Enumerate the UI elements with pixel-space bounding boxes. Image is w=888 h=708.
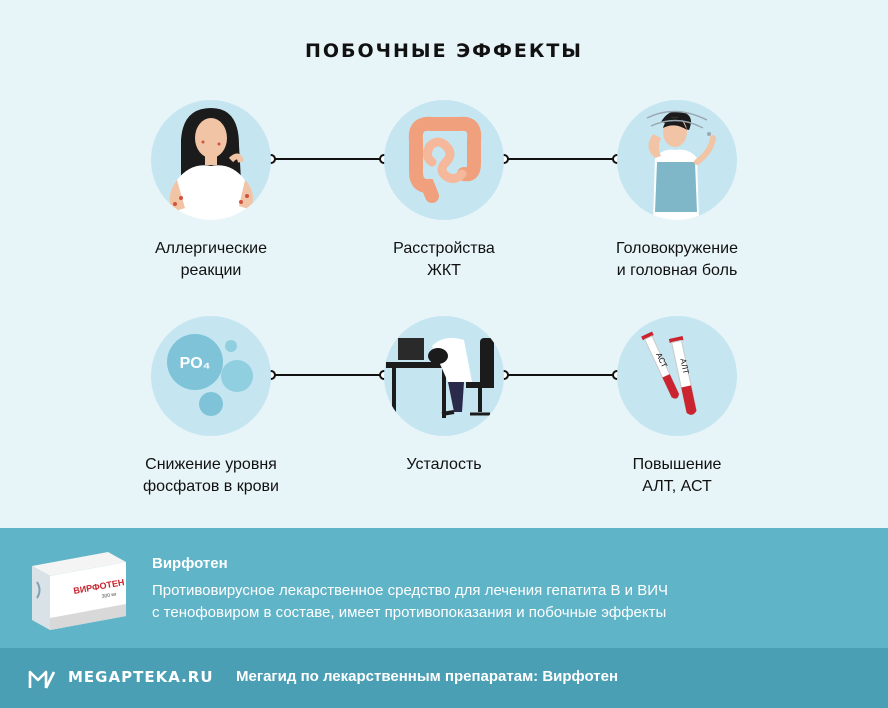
footer-band: MEGAPTEKA.RU Мегагид по лекарственным пр… — [0, 648, 888, 708]
effect-label-line: Расстройства — [393, 240, 495, 257]
megapteka-logo-icon — [28, 670, 56, 689]
intestine-illustration — [384, 100, 504, 220]
effect-label-line: Снижение уровня — [145, 456, 277, 473]
connector-line-2 — [504, 158, 617, 160]
effect-label-dizziness: Головокружение и головная боль — [577, 238, 777, 282]
product-description: Противовирусное лекарственное средство д… — [152, 580, 852, 624]
phosphate-illustration: PO₄ — [151, 316, 271, 436]
medicine-box-image: ВИРФОТЕН 300 мг — [32, 552, 126, 630]
effect-label-gi: Расстройства ЖКТ — [344, 238, 544, 282]
connector-line-3 — [271, 374, 384, 376]
product-name: Вирфотен — [152, 555, 228, 572]
allergy-woman-illustration — [151, 100, 271, 220]
effect-label-line: реакции — [180, 262, 242, 279]
product-description-line: Противовирусное лекарственное средство д… — [152, 582, 668, 599]
test-tubes-illustration: АСТ АЛТ — [617, 316, 737, 436]
effect-label-line: и головная боль — [616, 262, 738, 279]
effect-label-line: ЖКТ — [427, 262, 461, 279]
brand-name: MEGAPTEKA.RU — [68, 668, 214, 686]
effect-label-alt-ast: Повышение АЛТ, АСТ — [577, 454, 777, 498]
dizzy-woman-illustration — [617, 100, 737, 220]
product-description-line: с тенофовиром в составе, имеет противопо… — [152, 604, 667, 621]
pack-dose: 300 мг — [101, 591, 117, 600]
effect-label-line: АЛТ, АСТ — [642, 478, 712, 495]
product-info-band: ВИРФОТЕН 300 мг Вирфотен Противовирусное… — [0, 528, 888, 648]
effect-label-phosphate: Снижение уровня фосфатов в крови — [111, 454, 311, 498]
tube-label-alt: АЛТ — [678, 358, 690, 375]
footer-caption: Мегагид по лекарственным препаратам: Вир… — [236, 668, 619, 685]
connector-line-4 — [504, 374, 617, 376]
effect-label-allergy: Аллергические реакции — [111, 238, 311, 282]
effect-label-line: фосфатов в крови — [143, 478, 279, 495]
effect-label-fatigue: Усталость — [344, 454, 544, 476]
po4-label: PO₄ — [180, 355, 211, 372]
page-title: ПОБОЧНЫЕ ЭФФЕКТЫ — [304, 40, 583, 62]
effect-label-line: Головокружение — [616, 240, 738, 257]
effect-label-line: Аллергические — [155, 240, 267, 257]
connector-line-1 — [271, 158, 384, 160]
effect-label-line: Усталость — [406, 456, 482, 473]
tired-person-illustration — [384, 316, 504, 436]
effect-label-line: Повышение — [632, 456, 722, 473]
